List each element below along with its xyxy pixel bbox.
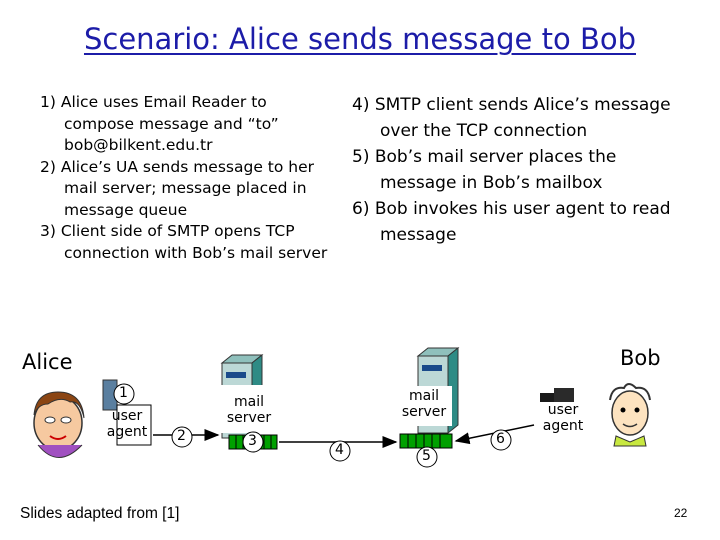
alice-computer-icon	[102, 379, 152, 446]
slide-title: Scenario: Alice sends message to Bob	[83, 22, 636, 56]
bob-mail-server-label: mail server	[401, 388, 447, 420]
step-6-circle	[490, 429, 512, 451]
step-6-text: 6) Bob invokes his user agent to read me…	[352, 199, 671, 245]
step-4-text: 4) SMTP client sends Alice’s message ove…	[352, 95, 671, 141]
step-3-number: 3	[248, 433, 257, 449]
bob-label: Bob	[620, 346, 661, 370]
bob-user-agent-label: user agent	[542, 402, 584, 434]
step-2-circle	[171, 426, 193, 448]
step-2-number: 2	[177, 428, 186, 444]
steps-right: 4) SMTP client sends Alice’s message ove…	[352, 92, 682, 248]
alice-face-icon	[33, 391, 85, 458]
bob-computer-icon	[538, 388, 588, 440]
step-2-text: 2) Alice’s UA sends message to her mail …	[40, 157, 314, 219]
step-4-circle	[329, 440, 351, 462]
step-4-number: 4	[335, 442, 344, 458]
step-3-circle	[242, 431, 264, 453]
step-3-text: 3) Client side of SMTP opens TCP connect…	[40, 222, 328, 262]
footer-source: Slides adapted from [1]	[20, 505, 180, 522]
step-1-text: 1) Alice uses Email Reader to compose me…	[40, 93, 279, 154]
bob-face-icon	[609, 383, 651, 447]
step-1-circle	[113, 383, 135, 405]
step-5-circle	[416, 446, 438, 468]
step-6-number: 6	[496, 431, 505, 447]
alice-mail-server-icon	[220, 353, 278, 440]
step-5-text: 5) Bob’s mail server places the message …	[352, 147, 617, 193]
bob-mail-server-icon	[396, 346, 460, 435]
alice-user-agent-label: user agent	[106, 408, 148, 440]
page-number: 22	[674, 506, 688, 520]
step-5-number: 5	[422, 448, 431, 464]
alice-mail-server-label: mail server	[226, 394, 272, 426]
steps-left: 1) Alice uses Email Reader to compose me…	[40, 92, 340, 264]
step-1-number: 1	[119, 385, 128, 401]
bob-mailbox	[399, 433, 453, 449]
alice-label: Alice	[22, 350, 73, 374]
